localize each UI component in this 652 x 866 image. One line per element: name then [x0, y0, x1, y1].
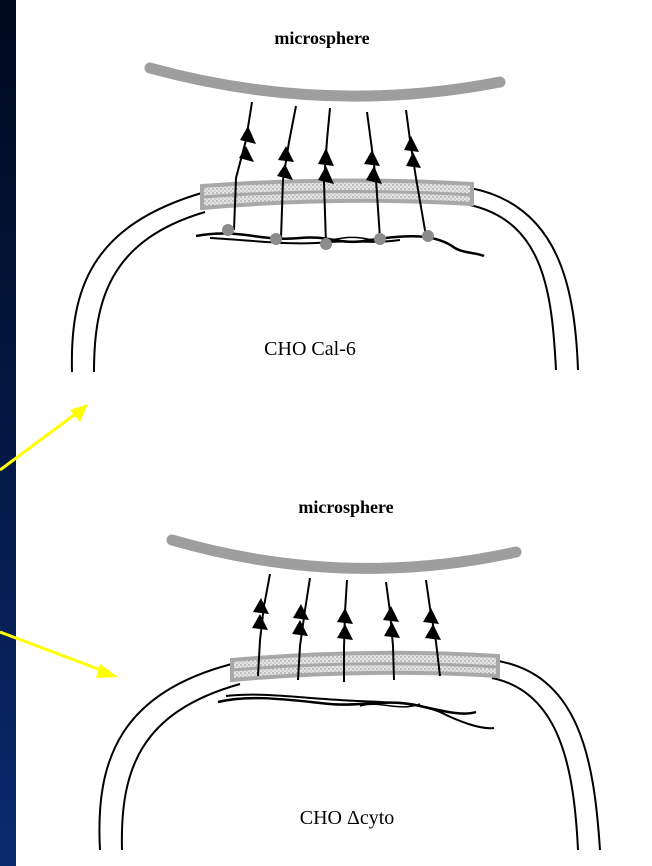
top-cytoskeleton-fiber [196, 233, 484, 256]
top-receptor [318, 108, 334, 244]
top-anchor-dot [374, 233, 386, 245]
yellow-arrow-top [0, 412, 78, 470]
top-cell-label: CHO Cal-6 [264, 338, 356, 360]
yellow-arrowhead-bottom [96, 664, 118, 678]
bottom-cytoskeleton-fiber [226, 695, 494, 729]
bottom-microsphere [172, 540, 516, 568]
top-anchor-dot [222, 224, 234, 236]
top-cell-inner-left [94, 212, 205, 372]
bottom-cell-outer-right [492, 660, 600, 850]
top-microsphere [150, 68, 500, 96]
bottom-microsphere-label: microsphere [298, 497, 393, 517]
top-receptor [277, 106, 296, 238]
bottom-diagram: microsphere [99, 497, 600, 850]
yellow-arrow-bottom [0, 632, 106, 672]
top-anchor-dot [320, 238, 332, 250]
top-cell-outer-right [470, 188, 578, 370]
pointer-arrows [0, 404, 118, 678]
top-receptor [404, 110, 426, 236]
top-cell-inner-right [470, 205, 556, 370]
top-receptor [234, 102, 256, 230]
top-receptor [364, 112, 382, 238]
top-anchor-dot [270, 233, 282, 245]
bottom-cell-inner-left [122, 684, 240, 850]
top-receptors [234, 102, 426, 244]
top-microsphere-label: microsphere [274, 28, 369, 48]
top-diagram: microsphere [72, 28, 578, 372]
top-anchor-dot [422, 230, 434, 242]
bottom-cell-label: CHO Δcyto [300, 807, 395, 829]
yellow-arrowhead-top [70, 404, 88, 422]
